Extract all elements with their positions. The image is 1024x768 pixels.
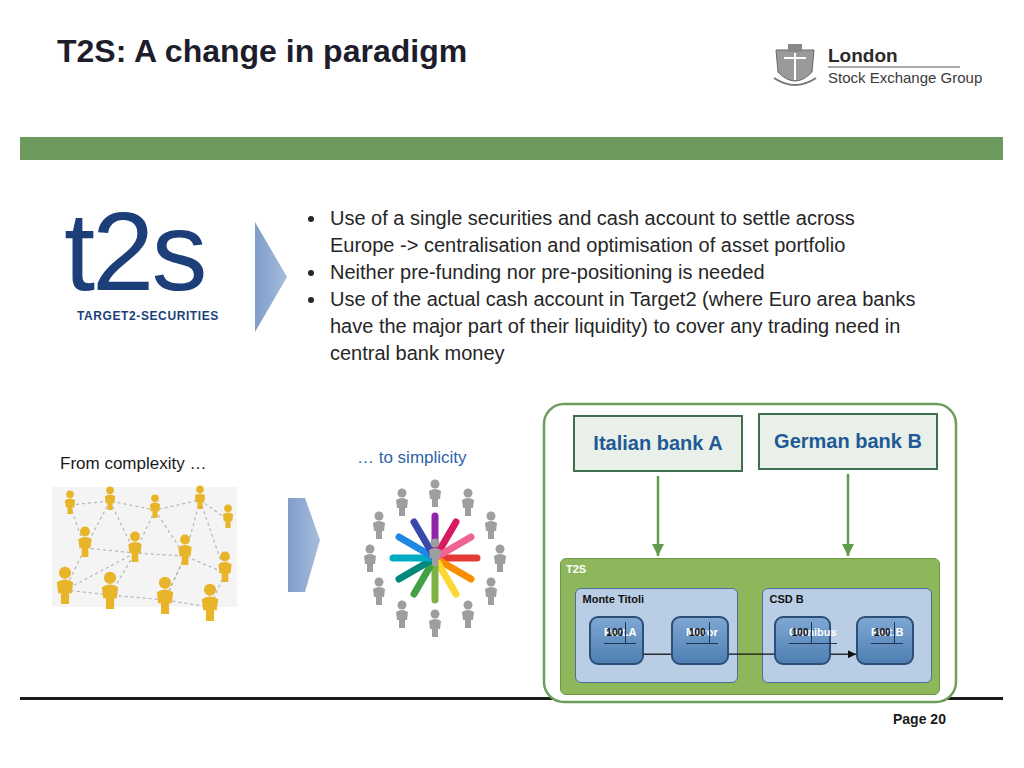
node-title: German bank B [774, 430, 922, 453]
chevron-arrow [255, 222, 287, 332]
illustration-caption: … to simplicity [357, 448, 467, 468]
illustration-caption: From complexity … [60, 454, 206, 474]
bullet-item: Neither pre-funding nor pre-positioning … [330, 259, 920, 286]
csd-box: CSD B Omnibus100 Part.B100 [762, 588, 932, 683]
diagram-frame [544, 404, 956, 702]
account-box: Omnibus100 [774, 616, 831, 665]
account-balance: 100 [789, 622, 812, 643]
crest-logo [774, 44, 816, 85]
connector-arrow [847, 474, 850, 556]
account-balance: 100 [604, 622, 626, 643]
page-number: Page 20 [893, 711, 946, 727]
bullet-list: Use of a single securities and cash acco… [330, 205, 920, 367]
hub-illustration [364, 480, 506, 638]
bank-box: German bank B [758, 413, 938, 470]
connector-arrow [831, 654, 856, 655]
brand-rule [828, 67, 960, 68]
brand-subtitle: Stock Exchange Group [828, 69, 982, 86]
account-box: Part.B100 [856, 616, 914, 665]
brand-name: London [828, 45, 898, 67]
csd-box: Monte TitoliPart.A100 Mirror100 [575, 588, 738, 683]
node-title: CSD B [770, 593, 804, 605]
account-balance: 100 [871, 622, 895, 643]
network-illustration [52, 485, 237, 621]
bank-box: Italian bank A [573, 415, 743, 472]
bullet-text: Neither pre-funding nor pre-positioning … [330, 261, 765, 283]
connector-arrow [644, 654, 671, 655]
slide-title: T2S: A change in paradigm [57, 33, 467, 70]
account-box: Mirror100 [671, 616, 729, 665]
bullet-text: Use of a single securities and cash acco… [330, 207, 855, 256]
bullet-text: Use of the actual cash account in Target… [330, 288, 916, 364]
bullet-item: Use of a single securities and cash acco… [330, 205, 920, 259]
bullet-dot [308, 270, 314, 276]
logo-subtitle: TARGET2-SECURITIES [77, 309, 219, 323]
connector-arrow [729, 654, 774, 655]
account-balance: 100 [686, 622, 710, 643]
chevron-arrow [288, 498, 320, 592]
account-box: Part.A100 [589, 616, 644, 665]
bullet-dot [308, 216, 314, 222]
bullet-item: Use of the actual cash account in Target… [330, 286, 920, 367]
platform-box: T2S Monte TitoliPart.A100 Mirror100 CSD B Om… [560, 558, 940, 695]
header-band [20, 137, 1003, 160]
node-title: Monte Titoli [583, 593, 645, 605]
logo-mark: t2s [64, 196, 204, 308]
node-title: Italian bank A [593, 432, 722, 455]
bullet-dot [308, 297, 314, 303]
node-title: T2S [566, 563, 586, 575]
connector-arrow [657, 476, 660, 556]
